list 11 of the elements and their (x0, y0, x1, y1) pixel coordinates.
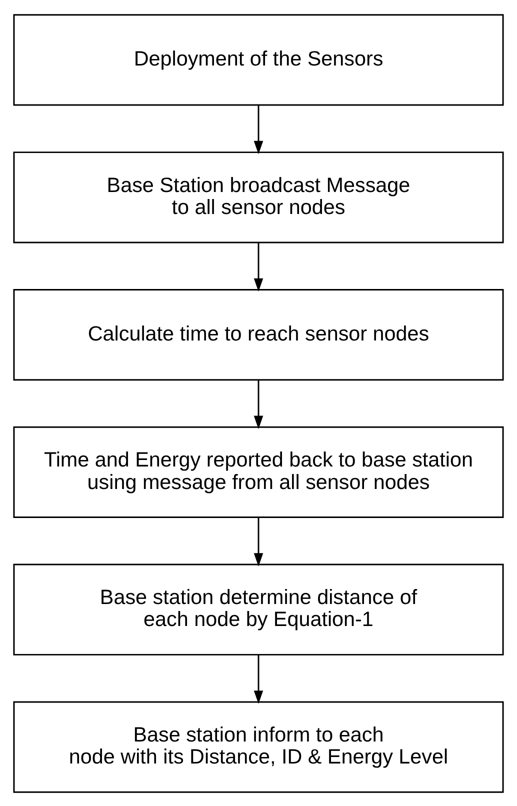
arrow (254, 379, 264, 429)
node-box: Time and Energy reported back to base station using message from all sensor nodes (13, 426, 504, 518)
arrow (254, 654, 264, 704)
arrow (254, 242, 264, 292)
node-box: Deployment of the Sensors (13, 14, 504, 106)
arrow (254, 516, 264, 566)
node-box: Base station determine distance of each node by Equation-1 (13, 563, 504, 655)
node-box: Calculate time to reach sensor nodes (13, 288, 504, 380)
arrow (254, 104, 264, 154)
node-box: Base Station broadcast Message to all sensor nodes (13, 151, 504, 243)
node-box: Base station inform to each node with its Distance, ID & Energy Level (13, 700, 504, 792)
